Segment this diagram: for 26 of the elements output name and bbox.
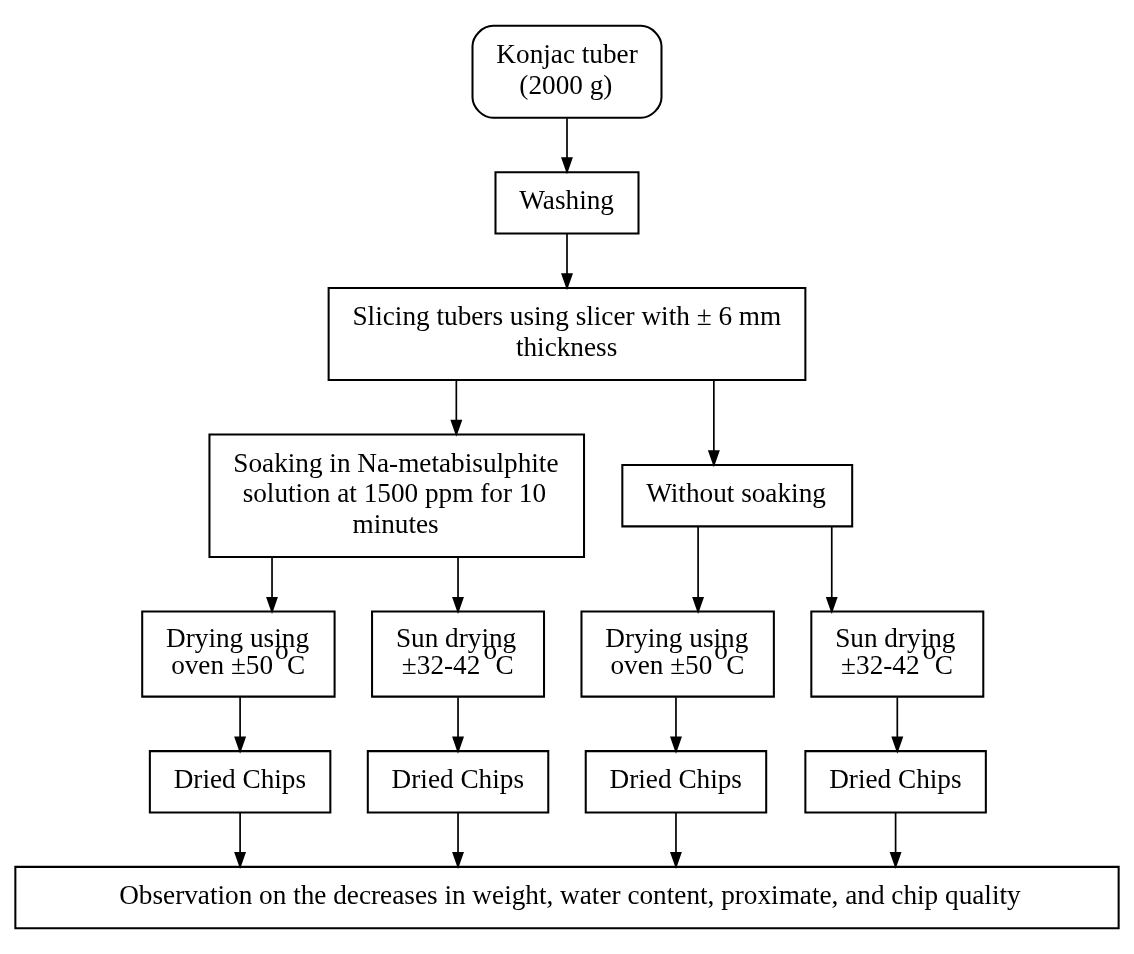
arrow [266, 556, 278, 614]
arrow [452, 811, 464, 869]
arrow [670, 696, 682, 754]
node-box: Soaking in Na-metabisulphite solution at 1500 ppm for 10 minutes [208, 433, 586, 559]
arrow [561, 117, 573, 175]
node-box: Observation on the decreases in weight, water content, proximate, and chip quality [14, 865, 1120, 930]
node-box: Dried Chips [584, 750, 768, 814]
node-box: Washing [494, 171, 640, 235]
node-box: Without soaking [621, 464, 854, 528]
node-box: Dried Chips [804, 750, 987, 814]
arrow [561, 233, 573, 291]
arrow [452, 556, 464, 614]
node-box: Dried Chips [366, 750, 550, 814]
node-box: Dried Chips [148, 750, 332, 814]
arrow [670, 811, 682, 869]
arrow [234, 696, 247, 754]
arrow [825, 526, 838, 615]
arrow [692, 526, 705, 615]
arrow [891, 696, 904, 754]
arrow [452, 696, 464, 754]
arrow [707, 379, 720, 468]
node-box: Slicing tubers using slicer with ± 6 mm thickness [327, 287, 807, 381]
arrow [234, 811, 247, 869]
node-box: Konjac tuber (2000 g) [471, 24, 663, 119]
arrow [450, 379, 463, 437]
arrow [889, 811, 902, 869]
